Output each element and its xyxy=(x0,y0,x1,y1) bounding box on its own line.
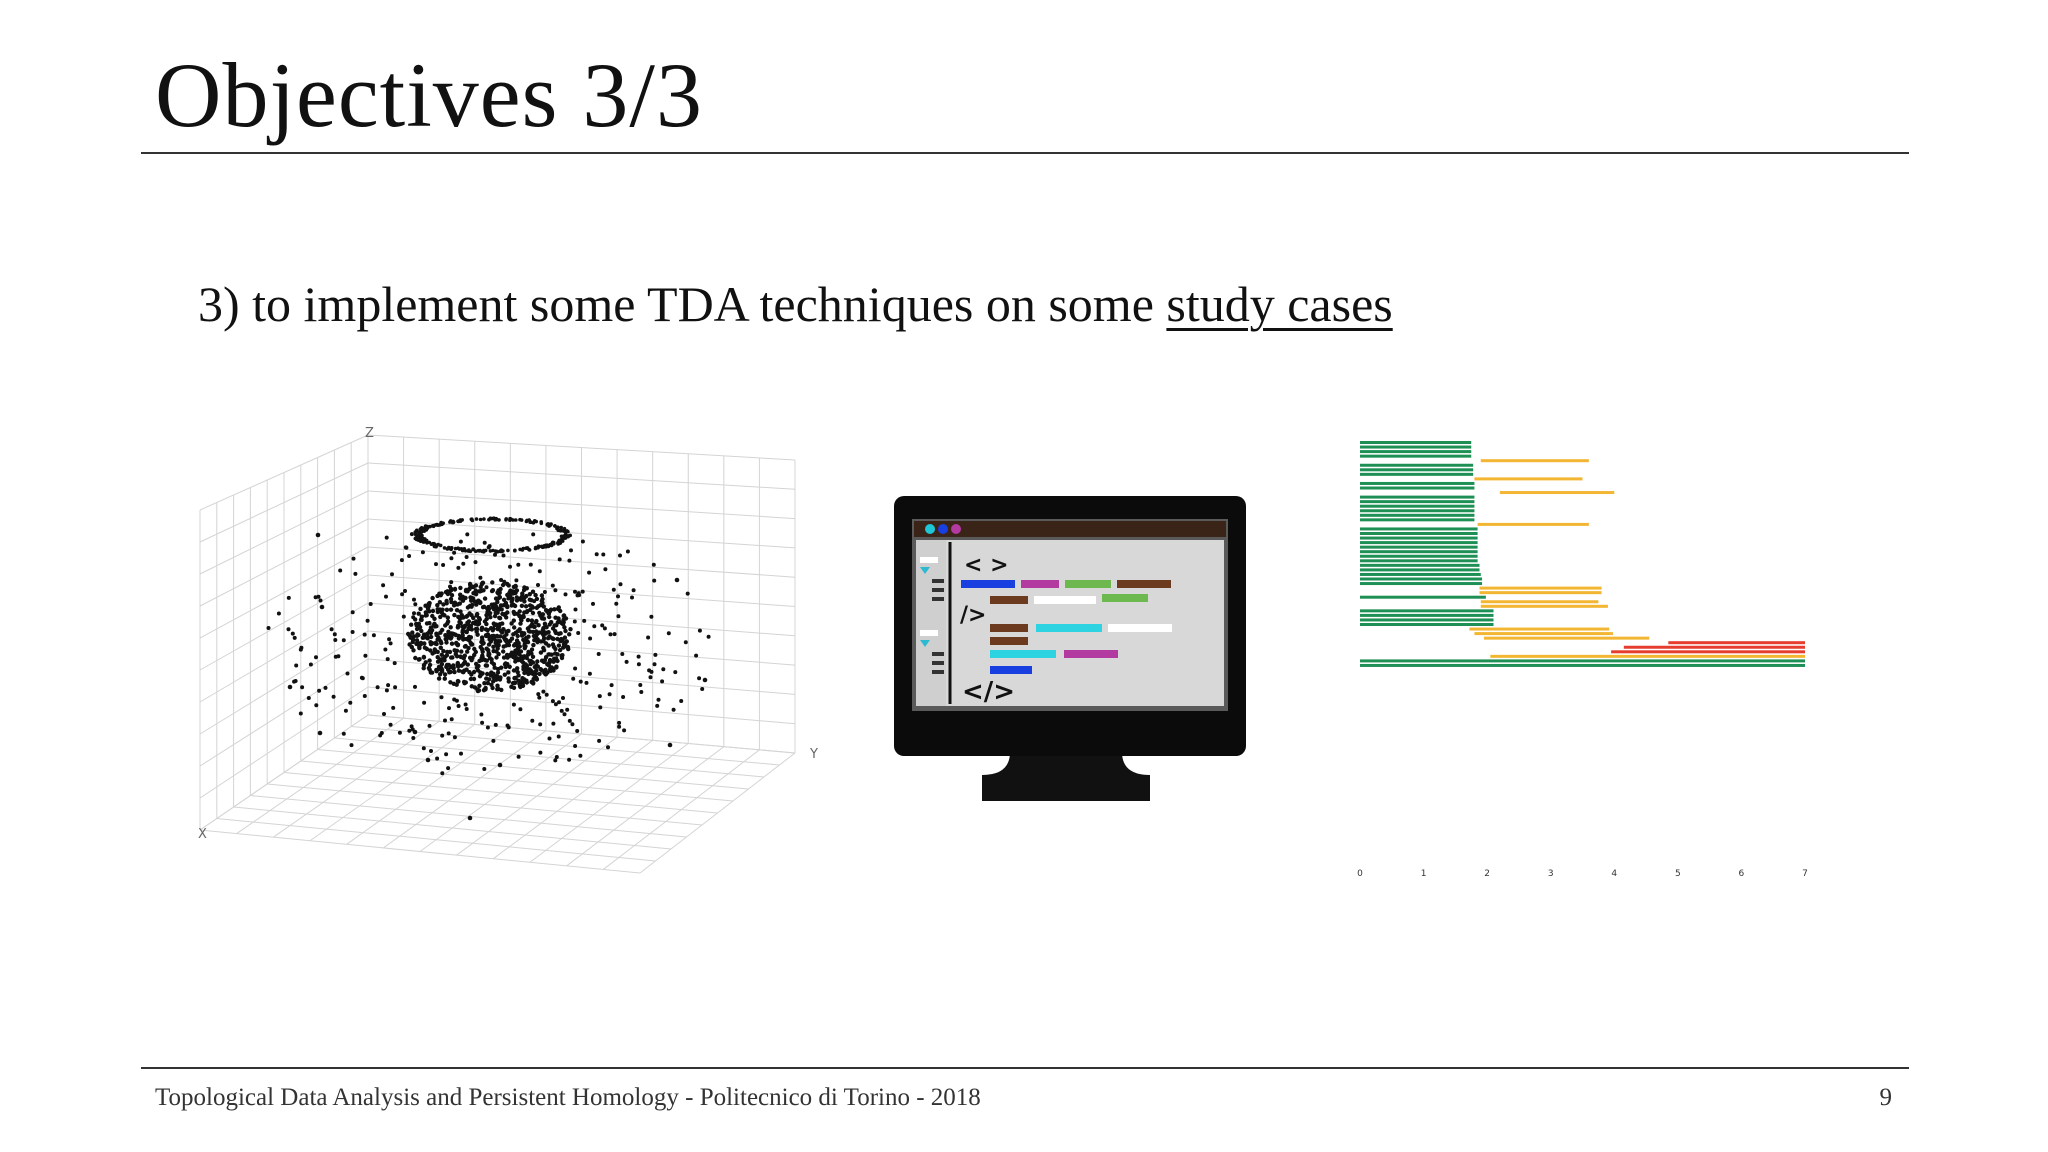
barcode-bar xyxy=(1360,495,1475,499)
barcode-bar xyxy=(1360,518,1475,522)
barcode-bar xyxy=(1360,445,1472,449)
barcode-bar xyxy=(1480,459,1589,463)
barcode-bar xyxy=(1483,636,1650,640)
barcode-bar xyxy=(1490,654,1805,658)
barcode-bar xyxy=(1360,554,1478,558)
x-axis-ticks: 0 1 2 3 4 5 6 7 xyxy=(1357,869,1808,879)
barcode-bar xyxy=(1360,545,1478,549)
barcode-bar xyxy=(1480,604,1608,608)
x-tick-label: 7 xyxy=(1802,869,1808,879)
scatter-3d-plot: Z Y X xyxy=(198,426,818,874)
x-tick-label: 1 xyxy=(1421,869,1427,879)
code-area xyxy=(916,540,1224,706)
z-axis-label: Z xyxy=(365,426,374,441)
barcode-bar xyxy=(1360,450,1472,454)
barcode-bar xyxy=(1469,627,1610,631)
study-cases-link[interactable]: study cases xyxy=(1166,276,1393,332)
barcode-bar xyxy=(1360,500,1475,504)
x-tick-label: 6 xyxy=(1739,869,1745,879)
code-monitor-icon: < > /> </> xyxy=(894,496,1246,801)
barcode-bars xyxy=(1360,441,1805,667)
objective-bullet: 3) to implement some TDA techniques on s… xyxy=(198,272,1393,336)
barcode-bar xyxy=(1360,595,1486,599)
code-close-tag: </> xyxy=(962,677,1015,707)
barcode-bar xyxy=(1360,463,1474,467)
barcode-bar xyxy=(1360,509,1475,513)
barcode-bar xyxy=(1360,486,1475,490)
barcode-bar xyxy=(1611,650,1805,654)
barcode-bar xyxy=(1360,568,1480,572)
barcode-bar xyxy=(1360,472,1474,476)
footer-text: Topological Data Analysis and Persistent… xyxy=(155,1084,981,1111)
barcode-bar xyxy=(1360,559,1478,563)
monitor-neck xyxy=(982,752,1150,775)
page-number: 9 xyxy=(1879,1084,1893,1111)
barcode-bar xyxy=(1623,645,1805,649)
barcode-bar xyxy=(1360,572,1481,576)
barcode-bar xyxy=(1360,659,1805,663)
screen-titlebar xyxy=(914,521,1226,537)
barcode-bar xyxy=(1474,632,1614,636)
x-tick-label: 4 xyxy=(1611,869,1617,879)
window-dot-3 xyxy=(951,524,961,534)
slide-title: Objectives 3/3 xyxy=(155,44,703,146)
barcode-bar xyxy=(1360,532,1478,535)
barcode-bar xyxy=(1360,536,1478,540)
barcode-bar xyxy=(1474,477,1583,481)
barcode-bar xyxy=(1360,468,1474,472)
barcode-bar xyxy=(1360,441,1472,444)
barcode-bar xyxy=(1360,454,1472,458)
barcode-bar xyxy=(1360,550,1478,554)
editor-gutter xyxy=(916,540,946,706)
footer-divider xyxy=(141,1067,1909,1069)
barcode-bar xyxy=(1360,613,1494,617)
x-tick-label: 3 xyxy=(1548,869,1554,879)
y-axis-label: Y xyxy=(809,747,818,762)
barcode-bar xyxy=(1360,582,1483,586)
barcode-bar xyxy=(1360,527,1478,531)
monitor-stand xyxy=(982,775,1150,801)
x-tick-label: 2 xyxy=(1484,869,1490,879)
persistence-barcode-chart: 0 1 2 3 4 5 6 7 xyxy=(1357,441,1808,879)
barcode-bar xyxy=(1360,663,1805,667)
barcode-bar xyxy=(1480,600,1599,604)
barcode-bar xyxy=(1360,513,1475,517)
barcode-bar xyxy=(1479,591,1602,595)
barcode-bar xyxy=(1668,641,1805,645)
code-open-tag: < > xyxy=(964,553,1009,578)
barcode-bar xyxy=(1360,504,1475,508)
barcode-bar xyxy=(1360,618,1494,622)
barcode-bar xyxy=(1360,541,1478,545)
barcode-bar xyxy=(1499,491,1615,495)
title-divider xyxy=(141,152,1909,154)
x-tick-label: 5 xyxy=(1675,869,1681,879)
code-self-close-tag: /> xyxy=(960,603,986,628)
window-dot-2 xyxy=(938,524,948,534)
barcode-bar xyxy=(1360,577,1483,581)
x-axis-label: X xyxy=(198,827,207,842)
bullet-text: 3) to implement some TDA techniques on s… xyxy=(198,276,1167,332)
barcode-bar xyxy=(1360,563,1480,567)
x-tick-label: 0 xyxy=(1357,869,1363,879)
barcode-bar xyxy=(1360,481,1475,485)
barcode-bar xyxy=(1477,522,1589,526)
barcode-bar xyxy=(1360,609,1494,613)
barcode-bar xyxy=(1360,623,1494,626)
barcode-bar xyxy=(1479,586,1602,590)
window-dot-1 xyxy=(925,524,935,534)
